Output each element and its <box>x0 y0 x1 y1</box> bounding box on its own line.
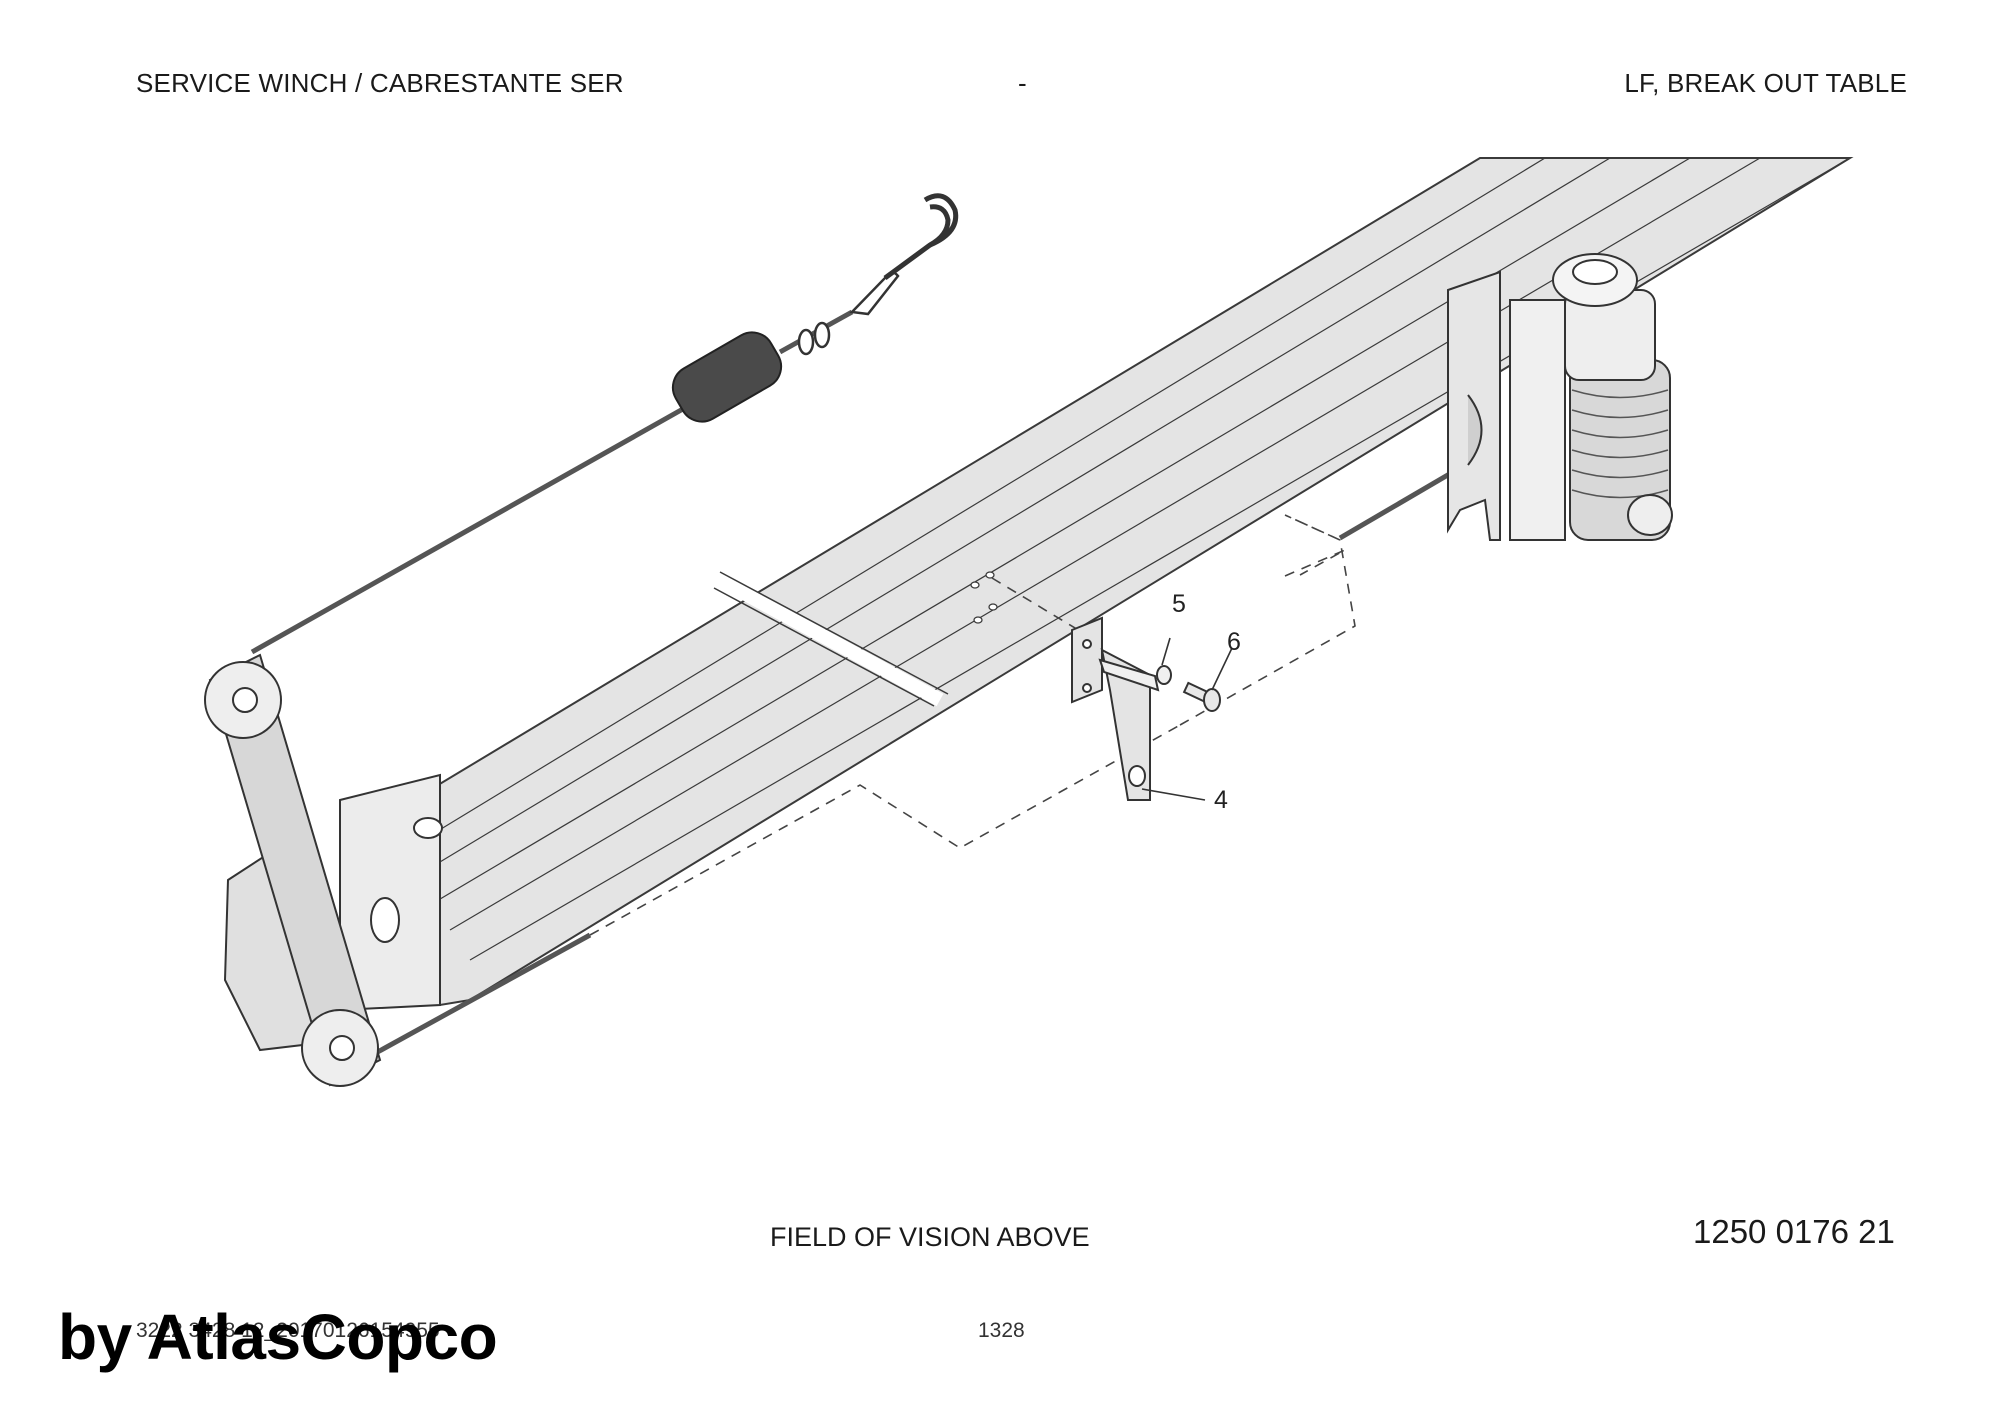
header-left-title: SERVICE WINCH / CABRESTANTE SER <box>136 68 624 98</box>
header-right-title: LF, BREAK OUT TABLE <box>1624 68 1907 98</box>
view-caption: FIELD OF VISION ABOVE <box>770 1222 1090 1252</box>
left-pulley-assembly <box>204 653 443 1087</box>
leader-6 <box>1211 647 1233 691</box>
callout-5: 5 <box>1172 590 1186 618</box>
page-number: 1328 <box>978 1319 1025 1342</box>
callout-4: 4 <box>1214 786 1228 814</box>
hook-assembly <box>797 193 959 356</box>
part-number: 1250 0176 21 <box>1693 1213 1895 1250</box>
watermark: by AtlasCopco <box>58 1301 498 1373</box>
rope-weight <box>671 331 783 423</box>
assembly-leaders <box>589 514 1356 936</box>
leader-4 <box>1141 788 1206 801</box>
break-marks <box>716 573 944 707</box>
header-separator: - <box>1018 68 1027 98</box>
bracket-part <box>1071 616 1160 801</box>
document-reference: 3222 3428 12_20170126154955 <box>136 1319 440 1342</box>
winch-motor <box>1447 253 1673 541</box>
washer-part <box>1156 665 1172 685</box>
bolt-part <box>1182 681 1221 712</box>
leader-5 <box>1161 637 1171 666</box>
mounting-holes <box>970 571 998 624</box>
callout-6: 6 <box>1227 628 1241 656</box>
